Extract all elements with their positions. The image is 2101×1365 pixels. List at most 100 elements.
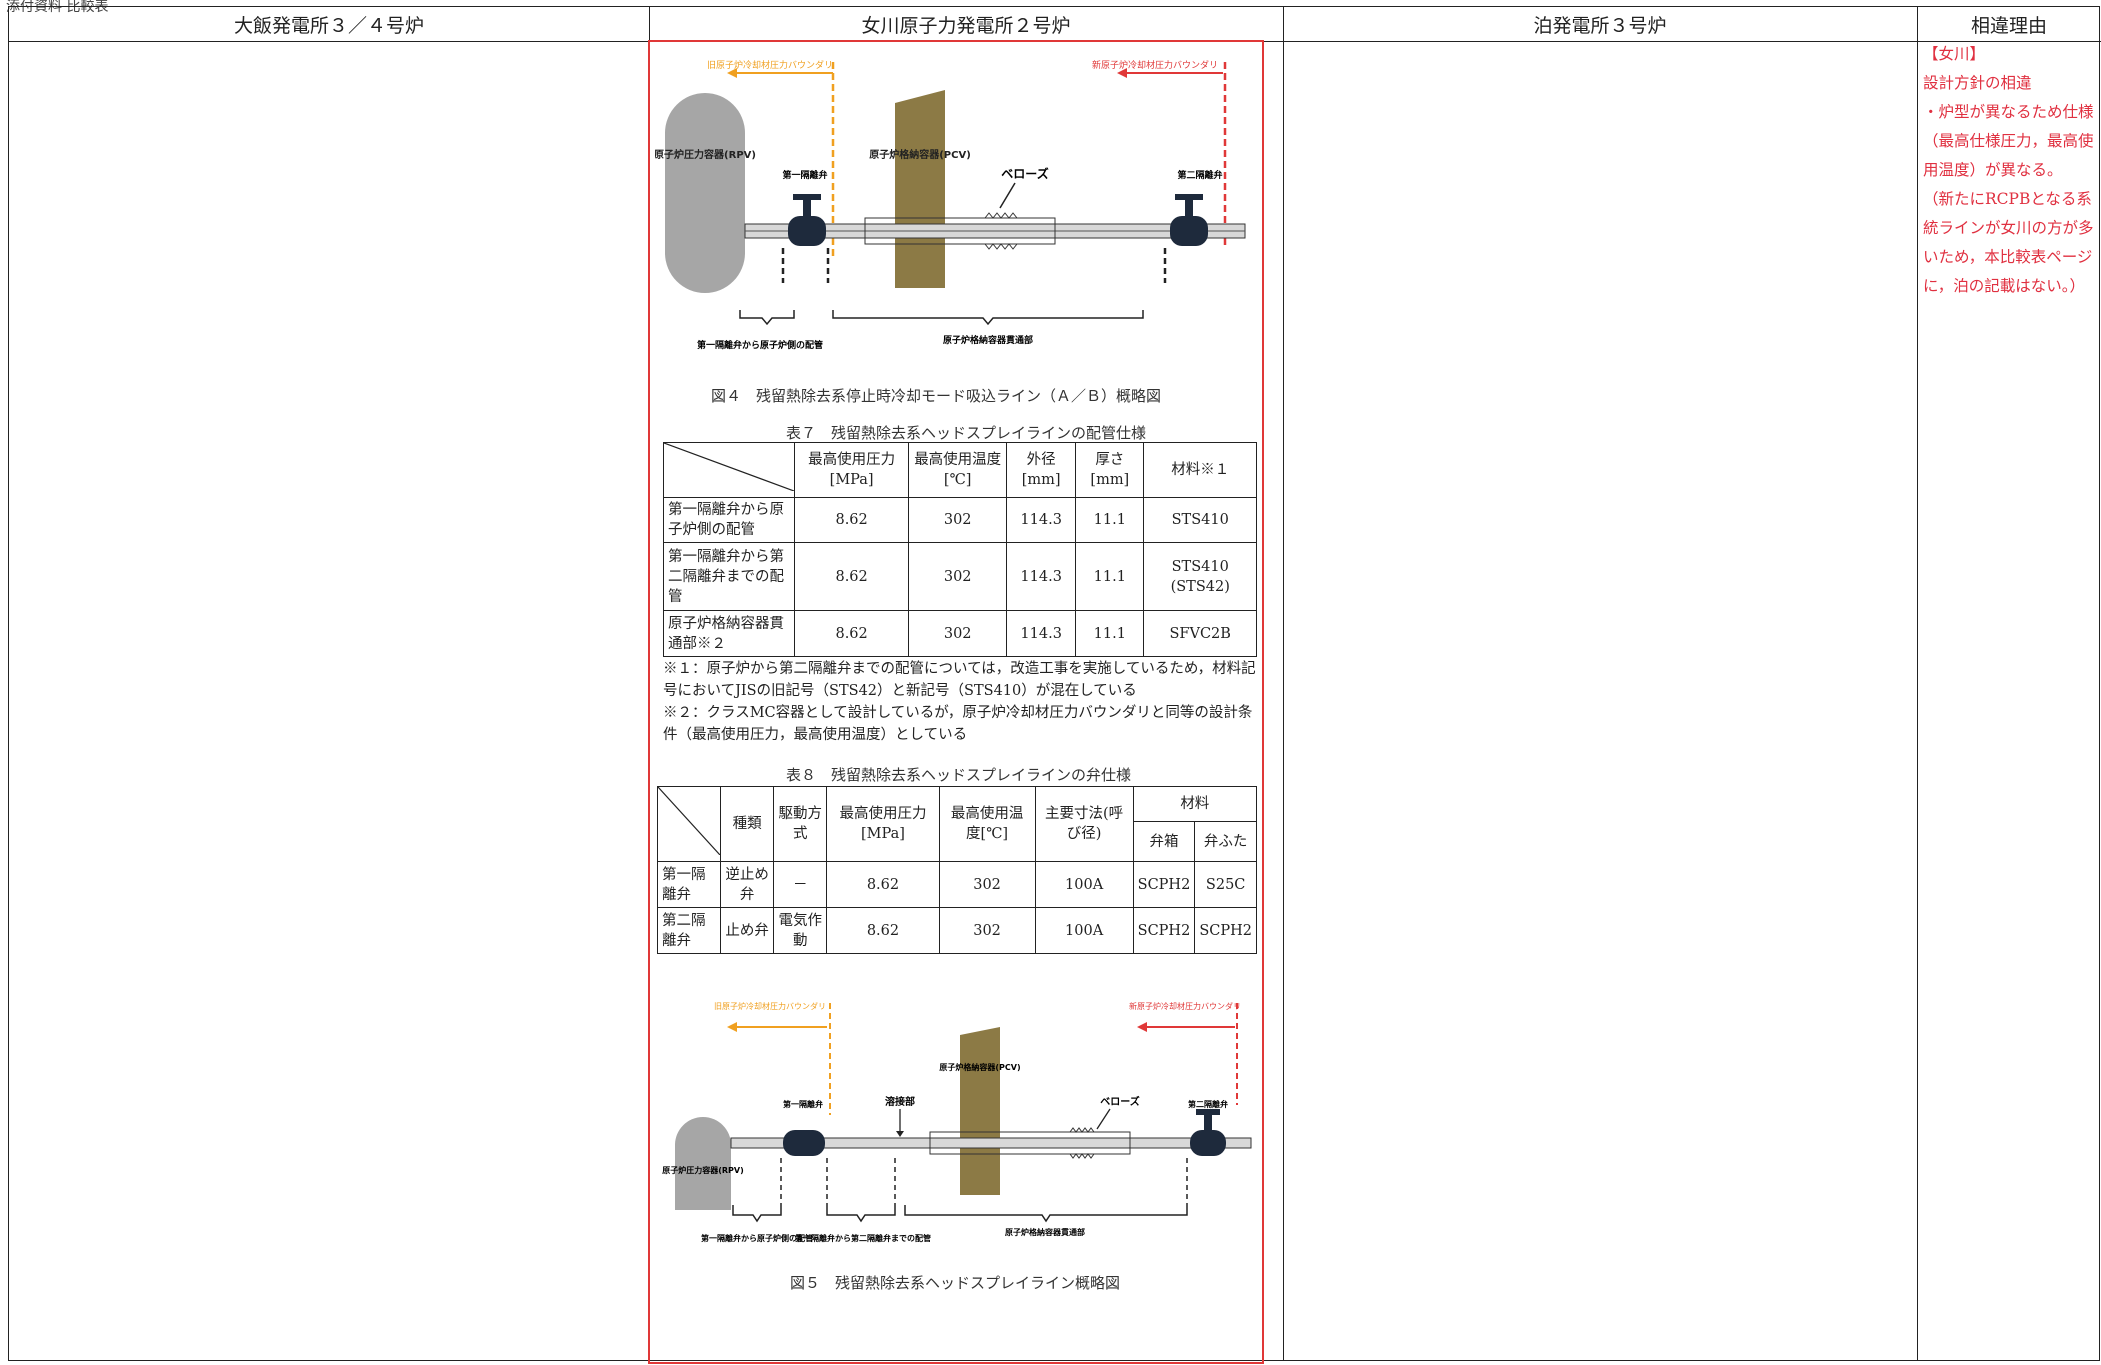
cell: SCPH2 bbox=[1194, 907, 1257, 954]
col-header: 材料 bbox=[1132, 785, 1258, 823]
table-row: 第一隔離弁から原子炉側の配管 8.62 302 114.3 11.1 STS41… bbox=[663, 497, 1257, 543]
figure-4-diagram: 旧原子炉冷却材圧力バウンダリ 新原子炉冷却材圧力バウンダリ 原子炉圧力容器(RP… bbox=[655, 59, 1246, 351]
cell: 114.3 bbox=[1006, 610, 1077, 657]
valve-2-label: 第二隔離弁 bbox=[1188, 1099, 1228, 1109]
col-header: 材料※１ bbox=[1143, 442, 1257, 498]
cell: － bbox=[773, 861, 828, 908]
table-7-note-1: ※１：原子炉から第二隔離弁までの配管については，改造工事を実施しているため，材料… bbox=[663, 661, 1256, 699]
col-header: 厚さ[mm] bbox=[1075, 442, 1145, 498]
col-header: 駆動方式 bbox=[773, 786, 828, 862]
cell: 302 bbox=[938, 861, 1036, 908]
pcv-label: 原子炉格納容器(PCV) bbox=[869, 148, 971, 161]
valve-1 bbox=[783, 1130, 825, 1156]
pipe1-brace bbox=[732, 1205, 782, 1223]
cell: 11.1 bbox=[1075, 542, 1145, 611]
figure-5-caption: 図５ 残留熱除去系ヘッドスプレイライン概略図 bbox=[790, 1274, 1121, 1292]
old-boundary-label: 旧原子炉冷却材圧力バウンダリ bbox=[714, 1001, 826, 1011]
valve-1-label: 第一隔離弁 bbox=[782, 169, 827, 181]
cell: 11.1 bbox=[1075, 497, 1145, 543]
row-label: 第一隔離弁から原子炉側の配管 bbox=[663, 497, 795, 543]
row-label: 第一隔離弁から第二隔離弁までの配管 bbox=[663, 542, 795, 611]
valve-2-label: 第二隔離弁 bbox=[1177, 169, 1222, 181]
valve-2 bbox=[1170, 194, 1208, 246]
cell: 302 bbox=[908, 610, 1008, 657]
cell: 電気作動 bbox=[773, 907, 828, 954]
table-row: 原子炉格納容器貫通部※２ 8.62 302 114.3 11.1 SFVC2B bbox=[663, 610, 1257, 657]
pcv-wall bbox=[960, 1027, 1000, 1195]
penetration-brace bbox=[832, 310, 1144, 326]
old-boundary-label: 旧原子炉冷却材圧力バウンダリ bbox=[707, 59, 833, 71]
reason-line: 設計方針の相違 bbox=[1923, 74, 2032, 92]
new-boundary-label: 新原子炉冷却材圧力バウンダリ bbox=[1092, 59, 1218, 71]
cell: 114.3 bbox=[1006, 542, 1077, 611]
diagonal-cell bbox=[657, 786, 721, 862]
arrow-head bbox=[896, 1131, 904, 1137]
weld-label: 溶接部 bbox=[885, 1095, 915, 1108]
table-7: 最高使用圧力[MPa] 最高使用温度[℃] 外径[mm] 厚さ[mm] 材料※１… bbox=[663, 442, 1257, 657]
cell: 8.62 bbox=[793, 497, 910, 543]
reason-line: ・炉型が異なるため仕様（最高仕様圧力，最高使用温度）が異なる。 bbox=[1923, 103, 2094, 179]
table-7-title: 表７ 残留熱除去系ヘッドスプレイラインの配管仕様 bbox=[786, 424, 1147, 442]
pipe2-label: 第一隔離弁から第二隔離弁までの配管 bbox=[795, 1233, 931, 1243]
valve-1 bbox=[788, 194, 826, 246]
rpv-label: 原子炉圧力容器(RPV) bbox=[662, 1165, 744, 1175]
cell: S25C bbox=[1194, 861, 1257, 908]
page-note: 添付資料 比較表 bbox=[6, 0, 109, 15]
pcv-label: 原子炉格納容器(PCV) bbox=[939, 1062, 1020, 1072]
cell: 114.3 bbox=[1006, 497, 1077, 543]
new-boundary-label: 新原子炉冷却材圧力バウンダリ bbox=[1129, 1001, 1241, 1011]
cell: 302 bbox=[938, 907, 1036, 954]
cell: SCPH2 bbox=[1132, 907, 1196, 954]
pipe1-brace bbox=[739, 310, 795, 326]
table-8: 種類 駆動方式 最高使用圧力[MPa] 最高使用温度[℃] 主要寸法(呼び径) … bbox=[657, 785, 1258, 954]
arrow-head bbox=[1117, 68, 1127, 78]
penetration-sleeve bbox=[864, 217, 1056, 245]
col-header: 弁箱 bbox=[1132, 821, 1196, 862]
cell: 逆止め弁 bbox=[719, 861, 775, 908]
col-header: 最高使用圧力[MPa] bbox=[793, 442, 910, 498]
cell: 8.62 bbox=[826, 861, 940, 908]
table-row: 第一隔離弁から第二隔離弁までの配管 8.62 302 114.3 11.1 ST… bbox=[663, 542, 1257, 611]
row-label: 原子炉格納容器貫通部※２ bbox=[663, 610, 795, 657]
penetration-sleeve bbox=[929, 1131, 1131, 1155]
cell: 8.62 bbox=[793, 610, 910, 657]
header-ohi: 大飯発電所３／４号炉 bbox=[9, 7, 649, 42]
header-reason: 相違理由 bbox=[1917, 7, 2101, 42]
col-header: 外径[mm] bbox=[1006, 442, 1077, 498]
bellows-pointer bbox=[1096, 1108, 1111, 1130]
rpv-label: 原子炉圧力容器(RPV) bbox=[655, 148, 756, 161]
figure-4-caption: 図４ 残留熱除去系停止時冷却モード吸込ライン（Ａ／Ｂ）概略図 bbox=[711, 387, 1162, 405]
cell: 302 bbox=[908, 542, 1008, 611]
cell: 8.62 bbox=[826, 907, 940, 954]
table-row: 第二隔離弁 止め弁 電気作動 8.62 302 100A SCPH2 SCPH2 bbox=[657, 907, 1257, 954]
column-divider bbox=[1917, 7, 1918, 1360]
rpv-vessel bbox=[665, 93, 745, 293]
reason-line: 【女川】 bbox=[1923, 45, 1986, 63]
cell: STS410 bbox=[1143, 497, 1257, 543]
bellows-label: ベローズ bbox=[1100, 1095, 1140, 1108]
header-onagawa: 女川原子力発電所２号炉 bbox=[649, 7, 1283, 42]
bellows-pointer bbox=[999, 182, 1016, 209]
table-row: 第一隔離弁 逆止め弁 － 8.62 302 100A SCPH2 S25C bbox=[657, 861, 1257, 908]
cell: SFVC2B bbox=[1143, 610, 1257, 657]
row-label: 第二隔離弁 bbox=[657, 907, 721, 954]
cell: 11.1 bbox=[1075, 610, 1145, 657]
arrow-head bbox=[1137, 1022, 1147, 1032]
col-header: 種類 bbox=[719, 786, 775, 862]
table-7-note-2: ※２：クラスMC容器として設計しているが，原子炉冷却材圧力バウンダリと同等の設計… bbox=[663, 705, 1253, 743]
figure-5-diagram: 旧原子炉冷却材圧力バウンダリ 新原子炉冷却材圧力バウンダリ 原子炉圧力容器(RP… bbox=[662, 1001, 1252, 1243]
col-header: 最高使用圧力[MPa] bbox=[826, 786, 940, 862]
bellows bbox=[1069, 1127, 1095, 1159]
penetration-brace bbox=[904, 1205, 1188, 1223]
column-divider bbox=[1283, 7, 1284, 1360]
diagonal-cell bbox=[663, 442, 795, 498]
reason-text: 【女川】 設計方針の相違 ・炉型が異なるため仕様（最高仕様圧力，最高使用温度）が… bbox=[1923, 40, 2098, 301]
table-8-title: 表８ 残留熱除去系ヘッドスプレイラインの弁仕様 bbox=[786, 766, 1132, 784]
arrow-head bbox=[727, 68, 737, 78]
cell: 100A bbox=[1034, 861, 1134, 908]
cell: 302 bbox=[908, 497, 1008, 543]
pipe1-label: 第一隔離弁から原子炉側の配管 bbox=[701, 1233, 813, 1243]
pipe1-label: 第一隔離弁から原子炉側の配管 bbox=[697, 339, 823, 351]
cell: STS410 (STS42) bbox=[1143, 542, 1257, 611]
arrow-head bbox=[727, 1022, 737, 1032]
